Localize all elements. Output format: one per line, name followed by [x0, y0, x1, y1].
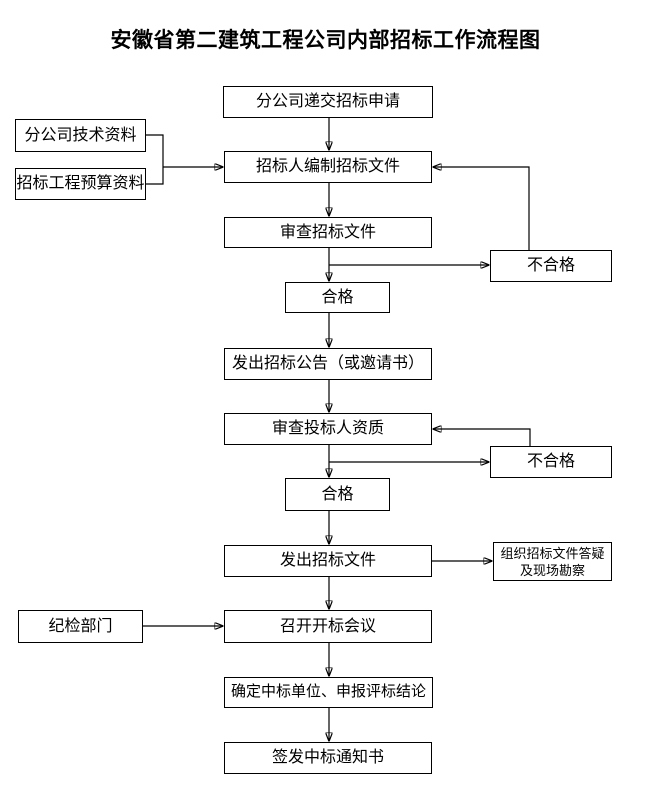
node-determine-winner-label: 确定中标单位、申报评标结论 — [230, 683, 426, 701]
node-organize-qa-line2: 及现场勘察 — [519, 562, 585, 578]
node-issue-documents-label: 发出招标文件 — [279, 552, 376, 570]
node-organize-qa: 组织招标文件答疑 及现场勘察 — [493, 542, 612, 581]
node-tech-data-label: 分公司技术资料 — [24, 126, 137, 144]
node-submit-application-label: 分公司递交招标申请 — [255, 93, 400, 111]
node-determine-winner: 确定中标单位、申报评标结论 — [224, 677, 433, 708]
node-issue-documents: 发出招标文件 — [224, 545, 432, 577]
node-announcement: 发出招标公告（或邀请书） — [224, 348, 432, 380]
node-prepare-documents: 招标人编制招标文件 — [224, 151, 432, 183]
edge-unqualified1-to-prepare — [433, 167, 530, 250]
node-discipline-dept-label: 纪检部门 — [48, 617, 113, 635]
node-submit-application: 分公司递交招标申请 — [223, 86, 433, 118]
node-discipline-dept: 纪检部门 — [18, 610, 143, 643]
node-unqualified-1-label: 不合格 — [526, 257, 575, 275]
node-organize-qa-line1: 组织招标文件答疑 — [500, 545, 605, 561]
node-unqualified-2-label: 不合格 — [526, 453, 575, 471]
node-qualified-2-label: 合格 — [321, 485, 354, 503]
edge-unqualified2-to-bidders — [433, 429, 531, 446]
node-bid-opening-label: 召开开标会议 — [279, 617, 376, 635]
node-review-documents: 审查招标文件 — [224, 217, 432, 248]
node-review-bidders: 审查投标人资质 — [224, 413, 432, 445]
node-announcement-label: 发出招标公告（或邀请书） — [231, 355, 424, 373]
node-bid-opening: 召开开标会议 — [224, 610, 432, 643]
node-review-documents-label: 审查招标文件 — [279, 223, 376, 241]
node-issue-notice: 签发中标通知书 — [224, 742, 432, 774]
node-unqualified-2: 不合格 — [490, 446, 612, 478]
node-budget-data: 招标工程预算资料 — [15, 168, 146, 200]
node-tech-data: 分公司技术资料 — [15, 119, 146, 152]
page-title: 安徽省第二建筑工程公司内部招标工作流程图 — [110, 29, 541, 52]
node-qualified-2: 合格 — [285, 478, 390, 511]
node-prepare-documents-label: 招标人编制招标文件 — [255, 158, 400, 176]
node-qualified-1-label: 合格 — [321, 288, 354, 306]
node-qualified-1: 合格 — [285, 282, 390, 313]
node-issue-notice-label: 签发中标通知书 — [271, 749, 384, 767]
node-budget-data-label: 招标工程预算资料 — [16, 175, 145, 193]
node-review-bidders-label: 审查投标人资质 — [271, 420, 384, 438]
node-unqualified-1: 不合格 — [490, 250, 612, 282]
edge-techdata-stub — [146, 134, 164, 185]
